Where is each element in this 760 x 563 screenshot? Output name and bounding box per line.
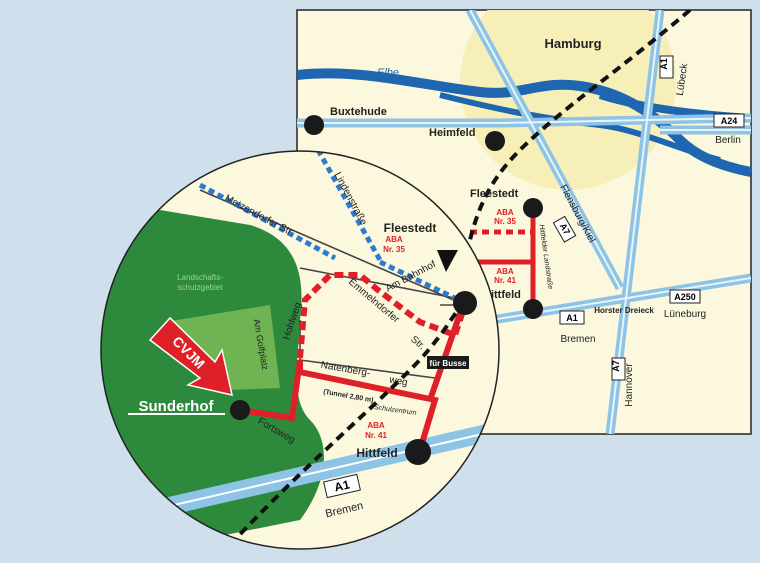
bremen-overview-label: Bremen [560,334,595,345]
shield-a250-label: A250 [674,292,696,302]
fleestedt-overview-dot [523,198,543,218]
cvjm-arrow-shape [148,316,233,396]
nature-reserve-label-line2: schutzgebiet [178,283,224,292]
am-bahnhof-dotted [378,259,467,306]
buxtehude-label: Buxtehude [330,106,387,118]
elbe-river [297,68,751,177]
street-natenberg [299,359,436,379]
route-aba35 [297,272,468,359]
shield-a24: A24 [713,113,745,128]
aba35-overview-line2: Nr. 35 [494,217,516,226]
fleestedt-station-dot [453,291,477,315]
luebeck-label: Lübeck [675,62,691,96]
aba35-detail-line1: ABA [385,235,403,244]
bus-sign-label: für Busse [430,359,467,368]
hamburg-label: Hamburg [544,36,601,51]
aba41-overview-line1: ABA [496,267,514,276]
sunderhof-label: Sunderhof [139,398,215,415]
horster-dreieck-label: Horster Dreieck [594,306,654,315]
hittfeld-overview-dot [523,299,543,319]
buxtehude-dot [304,115,324,135]
shield-a7-south-label: A7 [611,360,621,372]
lueneburg-label: Lüneburg [664,309,706,320]
golf-course [165,305,280,390]
elbe-label: Elbe [377,67,399,79]
shield-a24-label: A24 [721,116,738,126]
sunderhof-underline [128,413,225,415]
hannover-label: Hannover [624,363,635,407]
shield-a1-detail: A1 [323,473,361,499]
shield-a1-south-label: A1 [566,313,578,323]
heimfeld-dot [485,131,505,151]
hamburg-city-area [460,10,676,190]
shield-a1-north: A1 [659,55,674,79]
dotted-streets [198,151,467,306]
lindenstrasse-dotted [315,151,383,262]
fleestedt-overview-label: Fleestedt [470,188,519,200]
bus-sign: für Busse [427,356,469,369]
aba35-overview-line1: ABA [496,208,514,217]
heimfeld-label: Heimfeld [429,127,475,139]
shield-a7-north: A7 [552,215,577,243]
natenberg-weg-label: weg [387,374,408,388]
berlin-label: Berlin [715,135,741,146]
hittfeld-detail-label: Hittfeld [356,446,397,460]
direction-marker-icon [437,250,458,272]
aba35-detail-line2: Nr. 35 [383,245,405,254]
sunderhof-dot [230,400,250,420]
detail-map: für Busse A1 Bremen CVJM Landschafts- sc… [100,150,500,550]
shield-a1-north-label: A1 [659,58,669,70]
fleestedt-detail-label: Fleestedt [384,221,437,235]
overview-map: A1 A24 A7 A1 A250 A7 Ham [296,9,752,435]
shield-a1-detail-label: A1 [333,477,351,494]
aba41-overview-line2: Nr. 41 [494,276,516,285]
hittfeld-detail-dot [405,439,431,465]
shield-a1-south: A1 [559,310,585,325]
aba41-detail-line2: Nr. 41 [365,431,387,440]
shield-a7-south: A7 [611,357,626,381]
route-aba41 [239,359,439,451]
aba41-detail-line1: ABA [367,421,385,430]
shield-a7-north-label: A7 [558,222,572,237]
detail-circle-outline [100,150,500,550]
metzendorfer-dotted [198,182,337,261]
nature-reserve-label-line1: Landschafts- [177,273,223,282]
shield-a250: A250 [669,289,701,304]
